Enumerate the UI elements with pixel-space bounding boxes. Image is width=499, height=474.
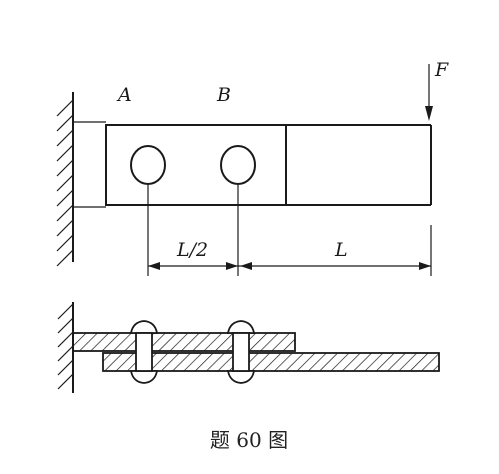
rivet-hole-a (130, 145, 166, 185)
cantilever-bar-top (286, 124, 432, 206)
label-force: F (434, 59, 449, 81)
side-view (57, 302, 440, 393)
fixed-plate-top (73, 121, 106, 208)
rivet-hole-b (220, 145, 256, 185)
fixed-wall-side (57, 302, 74, 393)
dim-label-full: L (334, 239, 348, 261)
overlap-plate-top (105, 124, 287, 206)
lower-plate-side (102, 352, 440, 372)
top-view: A B F L/2 L (56, 59, 449, 276)
label-b: B (216, 84, 231, 106)
rivet-a-side (129, 320, 159, 384)
force-arrow (425, 64, 433, 121)
dim-label-half: L/2 (176, 239, 208, 261)
upper-plate-side (72, 332, 296, 352)
rivet-b-side (226, 320, 256, 384)
label-a: A (116, 84, 132, 106)
figure-caption: 题 60 图 (210, 428, 288, 452)
fixed-wall-top (56, 92, 74, 267)
dimension-lines (147, 185, 432, 276)
